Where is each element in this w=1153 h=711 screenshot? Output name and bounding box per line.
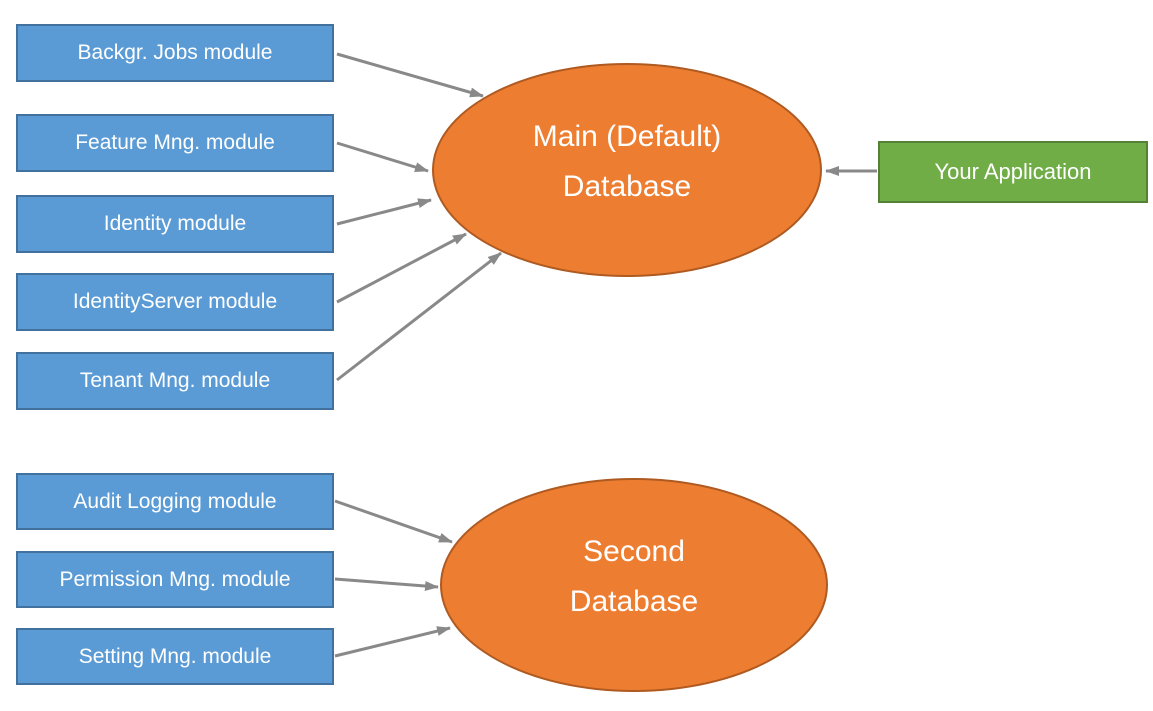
module-label: IdentityServer module bbox=[72, 290, 278, 313]
module-label: Tenant Mng. module bbox=[79, 369, 271, 392]
module-label: Feature Mng. module bbox=[75, 131, 275, 154]
arrow-backgr-jobs-to-main-db bbox=[336, 52, 484, 98]
module-box-feature-mng: Feature Mng. module bbox=[16, 114, 334, 172]
arrow-identityserver-to-main-db bbox=[336, 232, 467, 304]
arrow-audit-logging-to-second-db bbox=[334, 499, 453, 544]
second-database-label: Second Database bbox=[570, 527, 698, 627]
main-database-ellipse: Main (Default) Database bbox=[432, 63, 822, 277]
arrow-tenant-mng-to-main-db bbox=[336, 251, 502, 382]
module-label: Setting Mng. module bbox=[78, 644, 272, 668]
module-box-audit-logging: Audit Logging module bbox=[16, 473, 334, 530]
second-database-ellipse: Second Database bbox=[440, 478, 828, 692]
module-label: Audit Logging module bbox=[73, 489, 277, 513]
module-box-backgr-jobs: Backgr. Jobs module bbox=[16, 24, 334, 82]
your-application-label: Your Application bbox=[934, 159, 1092, 184]
arrow-identity-to-main-db bbox=[336, 198, 432, 226]
module-box-identity: Identity module bbox=[16, 195, 334, 253]
arrow-permission-mng-to-second-db bbox=[334, 577, 439, 591]
second-database-label-line1: Second bbox=[583, 535, 685, 568]
module-box-setting-mng: Setting Mng. module bbox=[16, 628, 334, 685]
module-label: Backgr. Jobs module bbox=[77, 41, 273, 64]
arrow-feature-mng-to-main-db bbox=[336, 141, 429, 173]
main-database-label-line1: Main (Default) bbox=[532, 120, 722, 153]
main-database-label-line2: Database bbox=[562, 170, 692, 203]
your-application-box: Your Application bbox=[878, 141, 1148, 203]
module-box-tenant-mng: Tenant Mng. module bbox=[16, 352, 334, 410]
module-label: Identity module bbox=[103, 212, 247, 235]
module-box-identityserver: IdentityServer module bbox=[16, 273, 334, 331]
module-label: Permission Mng. module bbox=[59, 567, 291, 591]
module-box-permission-mng: Permission Mng. module bbox=[16, 551, 334, 608]
main-database-label: Main (Default) Database bbox=[533, 112, 721, 212]
second-database-label-line2: Database bbox=[569, 585, 699, 618]
arrow-setting-mng-to-second-db bbox=[334, 626, 451, 658]
